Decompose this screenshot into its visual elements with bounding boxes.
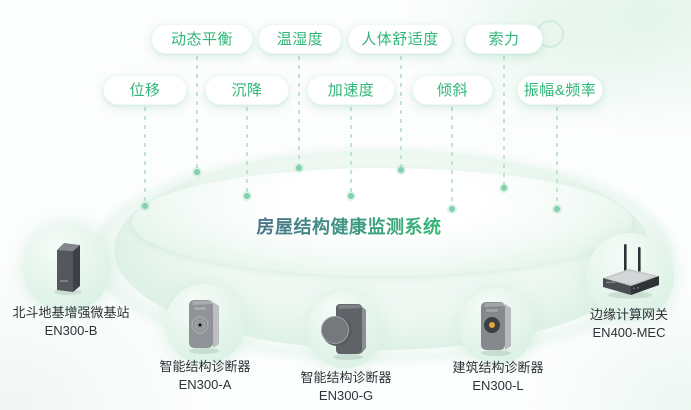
device-model: EN300-L	[472, 377, 524, 393]
pill-acceleration: 加速度	[307, 75, 395, 105]
system-title: 房屋结构健康监测系统	[256, 217, 442, 237]
connector-dot	[296, 165, 302, 171]
device-name: 建筑结构诊断器	[452, 360, 544, 375]
device-name: 智能结构诊断器	[300, 370, 392, 385]
device-label: 智能结构诊断器 EN300-G	[300, 369, 391, 404]
connector-acceleration	[348, 107, 354, 199]
connector-dot	[449, 206, 455, 212]
connector-temp-humidity	[296, 56, 302, 171]
connector-cable-force	[501, 56, 507, 191]
pill-human-comfort: 人体舒适度	[348, 24, 452, 54]
smart-structure-diagnoser-icon	[189, 300, 219, 354]
device-label: 北斗地基增强微基站 EN300-B	[12, 304, 129, 339]
connector-dot	[142, 203, 148, 209]
connector-dynamic-balance	[194, 56, 200, 175]
pill-amplitude-freq: 振幅&频率	[517, 75, 603, 105]
connector-dot	[554, 206, 560, 212]
connector-tilt	[449, 107, 455, 212]
connector-displacement	[142, 107, 148, 209]
connector-dot	[244, 193, 250, 199]
device-name: 边缘计算网关	[589, 307, 669, 322]
device-label: 边缘计算网关 EN400-MEC	[590, 306, 668, 341]
pill-tilt: 倾斜	[412, 75, 493, 105]
connector-dot	[501, 185, 507, 191]
pill-dynamic-balance: 动态平衡	[151, 24, 253, 54]
connector-dot	[194, 169, 200, 175]
pill-cable-force: 索力	[465, 24, 543, 54]
pill-displacement: 位移	[103, 75, 187, 105]
pill-temp-humidity: 温湿度	[258, 24, 342, 54]
platform-ellipse-inner	[132, 168, 632, 276]
device-model: EN400-MEC	[592, 324, 666, 340]
device-label: 建筑结构诊断器 EN300-L	[452, 359, 543, 394]
edge-computing-gateway-icon	[603, 244, 659, 299]
beidou-base-station-icon	[54, 243, 82, 295]
connector-amplitude-freq	[554, 107, 560, 212]
device-model: EN300-G	[318, 387, 374, 403]
device-model: EN300-B	[44, 322, 98, 338]
device-model: EN300-A	[178, 376, 232, 392]
building-structure-diagnoser-icon	[481, 302, 511, 356]
connector-human-comfort	[398, 56, 404, 173]
connector-dot	[348, 193, 354, 199]
connector-settlement	[244, 107, 250, 199]
connector-dot	[398, 167, 404, 173]
smart-structure-diagnoser-knob-icon	[321, 304, 366, 360]
device-name: 北斗地基增强微基站	[12, 305, 130, 320]
device-name: 智能结构诊断器	[159, 359, 251, 374]
pill-settlement: 沉降	[205, 75, 289, 105]
device-label: 智能结构诊断器 EN300-A	[159, 358, 250, 393]
